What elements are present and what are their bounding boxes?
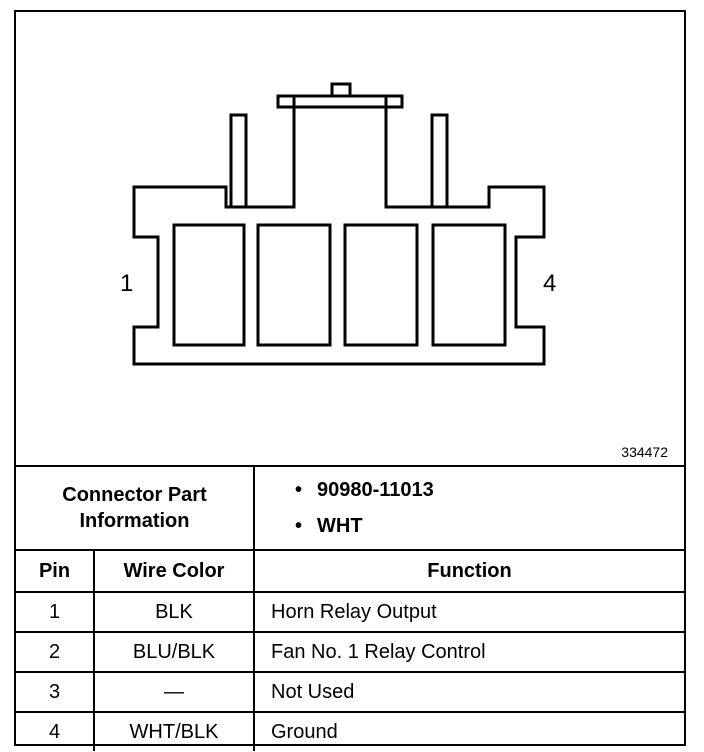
- connector-part-number: •90980-11013: [295, 472, 684, 508]
- function-cell: Fan No. 1 Relay Control: [253, 631, 684, 673]
- connector-part-info-label-line2: Information: [79, 510, 190, 532]
- pin-cell: 3: [16, 671, 95, 713]
- connector-pin-table: Connector Part Information •90980-11013 …: [16, 465, 684, 751]
- pin-cavity-2: [256, 223, 332, 347]
- header-pin: Pin: [16, 549, 95, 593]
- connector-latch: [276, 82, 404, 109]
- wire-color-cell: BLU/BLK: [93, 631, 255, 673]
- connector-post-right: [430, 113, 449, 209]
- connector-part-info-label-line1: Connector Part: [62, 484, 207, 506]
- table-header-row: Pin Wire Color Function: [16, 549, 684, 593]
- pin-cell: 1: [16, 591, 95, 633]
- connector-color: •WHT: [295, 508, 684, 544]
- table-row: 2 BLU/BLK Fan No. 1 Relay Control: [16, 631, 684, 673]
- function-cell: Horn Relay Output: [253, 591, 684, 633]
- bullet-icon: •: [295, 515, 303, 537]
- table-row: 1 BLK Horn Relay Output: [16, 591, 684, 633]
- function-cell: Not Used: [253, 671, 684, 713]
- header-function: Function: [253, 549, 684, 593]
- function-cell: Ground: [253, 711, 684, 751]
- connector-post-left: [229, 113, 248, 209]
- wire-color-cell: WHT/BLK: [93, 711, 255, 751]
- diagram-frame: 1 4 334472 Connector Part Information •9…: [14, 10, 686, 751]
- connector-face-drawing: [132, 82, 546, 366]
- pin-cavity-4: [431, 223, 507, 347]
- pin-cavity-3: [343, 223, 419, 347]
- table-row: 3 — Not Used: [16, 671, 684, 713]
- header-wire-color: Wire Color: [93, 549, 255, 593]
- table-row: 4 WHT/BLK Ground: [16, 711, 684, 751]
- connector-part-info-row: Connector Part Information •90980-11013 …: [16, 465, 684, 551]
- connector-body-outline: [132, 94, 546, 366]
- connector-part-info-values: •90980-11013 •WHT: [253, 465, 684, 551]
- figure-number: 334472: [621, 444, 668, 460]
- pin-cell: 4: [16, 711, 95, 751]
- pin-1-marker: 1: [120, 270, 134, 297]
- wire-color-cell: —: [93, 671, 255, 713]
- bullet-icon: •: [295, 479, 303, 501]
- pin-4-marker: 4: [543, 270, 557, 297]
- connector-part-info-label: Connector Part Information: [16, 465, 255, 551]
- wire-color-cell: BLK: [93, 591, 255, 633]
- pin-cell: 2: [16, 631, 95, 673]
- pin-cavity-1: [172, 223, 246, 347]
- connector-diagram: 1 4 334472: [16, 12, 684, 465]
